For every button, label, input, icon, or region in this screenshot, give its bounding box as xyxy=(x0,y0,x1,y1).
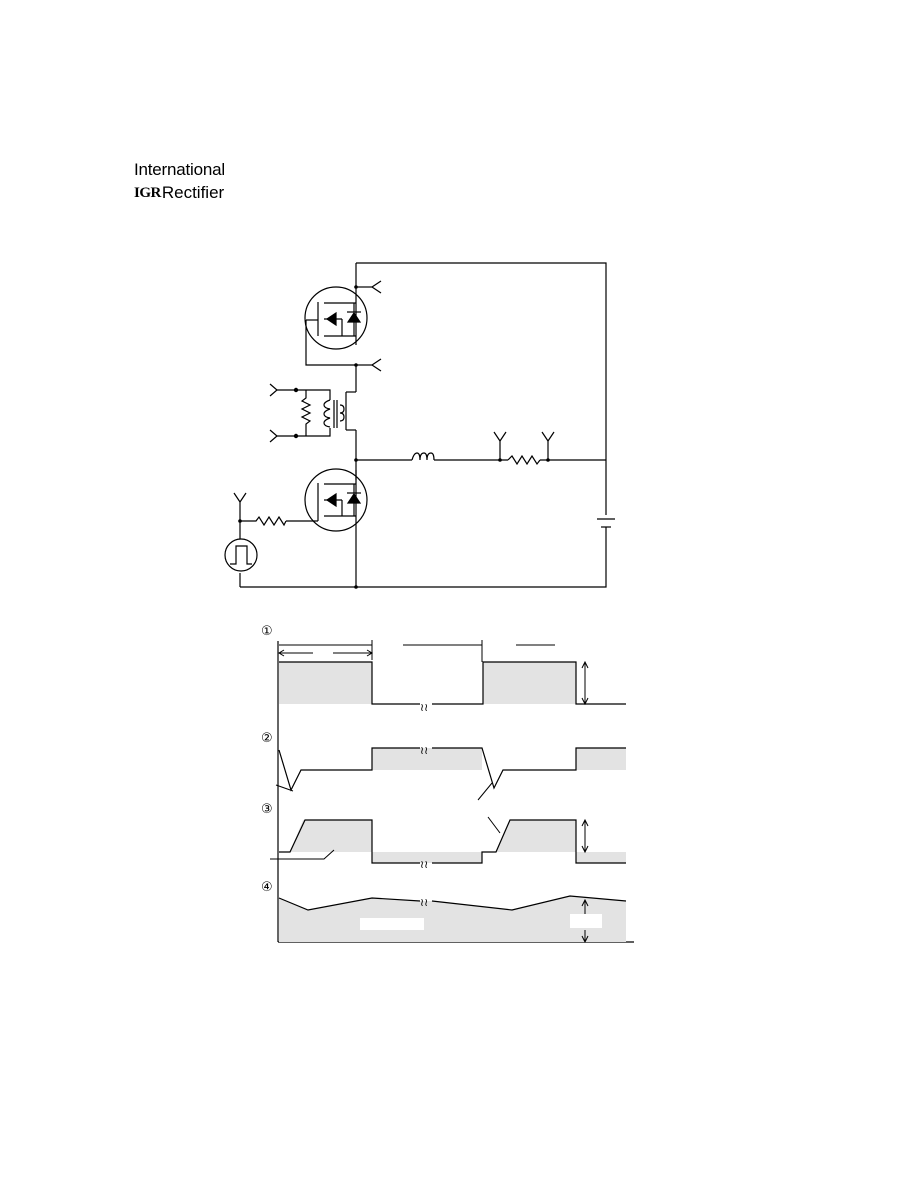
current-transformer xyxy=(277,387,356,439)
waveform-4-inductor-current: ≀≀ xyxy=(278,895,627,944)
logo-wordmark-bottom: IGRRectifier xyxy=(134,184,224,204)
break-mark-2: ≀≀ xyxy=(420,744,428,757)
step-label-4: ④ xyxy=(261,880,273,895)
gate-resistor xyxy=(240,515,287,527)
timing-brackets xyxy=(278,640,555,662)
label-gap-box-1 xyxy=(360,918,424,930)
inductor xyxy=(411,452,435,461)
pulse-generator xyxy=(224,521,258,572)
step-label-1: ① xyxy=(261,624,273,639)
measurement-terminals xyxy=(233,280,555,521)
dc-supply-battery xyxy=(597,518,615,528)
company-logo: International IGRRectifier xyxy=(134,160,244,208)
mosfet-lower xyxy=(286,468,368,532)
label-gap-box-2 xyxy=(570,914,602,928)
step-label-3: ③ xyxy=(261,802,273,817)
break-mark-4: ≀≀ xyxy=(420,896,428,909)
break-mark-3: ≀≀ xyxy=(420,858,428,871)
logo-word: Rectifier xyxy=(161,183,225,202)
mosfet-upper xyxy=(304,286,368,350)
step-label-2: ② xyxy=(261,731,273,746)
test-circuit-schematic xyxy=(224,262,615,589)
circuit-wires xyxy=(239,262,607,588)
junction-dots xyxy=(238,285,550,589)
break-mark-1: ≀≀ xyxy=(420,701,428,714)
waveform-2-drain-voltage: ≀≀ xyxy=(275,744,626,801)
waveform-panel: ① ② ③ ④ ≀≀ xyxy=(261,624,634,944)
logo-wordmark-top: International xyxy=(134,160,225,179)
waveform-1-gate-pulse: ≀≀ xyxy=(279,660,626,714)
waveform-3-drain-current: ≀≀ xyxy=(270,816,626,871)
series-resistor xyxy=(507,454,541,466)
logo-mark: IGR xyxy=(134,185,161,201)
